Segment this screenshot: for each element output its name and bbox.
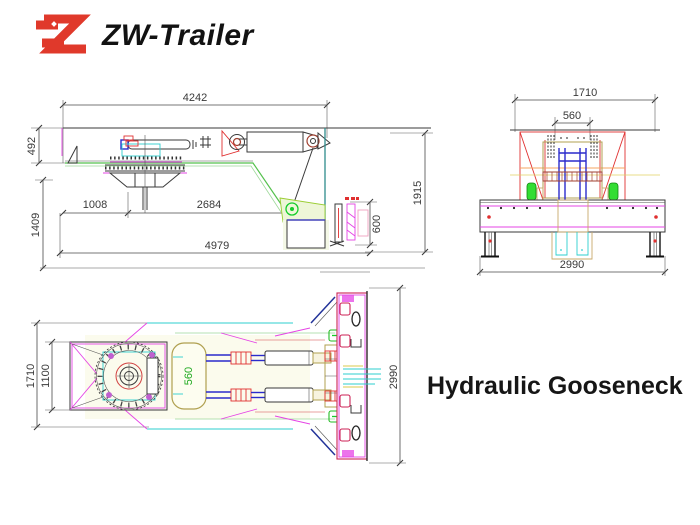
dim-side-overall-height: 1915: [412, 181, 424, 205]
front-center-guides: [551, 232, 593, 260]
brand-logo: ZW-Trailer: [28, 12, 254, 60]
dim-plan-front-width: 1710: [25, 364, 37, 388]
dim-front-overall-width: 2990: [560, 259, 584, 271]
zw-logo-icon: [36, 14, 91, 54]
front-view-drawing: 1710 560 2990: [476, 87, 669, 276]
dim-side-rear-height: 600: [371, 215, 383, 233]
brand-name: ZW-Trailer: [102, 19, 254, 52]
dim-plan-overall-length: 2990: [388, 365, 400, 389]
dim-plan-cylinder-gap: 560: [183, 367, 195, 385]
plan-dimensions: 1710 1100 2990: [25, 284, 406, 467]
plan-rear-crossmember: [336, 291, 381, 461]
dim-side-neck-height: 492: [26, 137, 38, 155]
dim-plan-inner-front-width: 1100: [40, 364, 52, 388]
side-turntable: [103, 135, 211, 213]
front-deck-beam: [479, 199, 666, 233]
dim-front-neck-width: 1710: [573, 87, 597, 99]
side-dimensions: 4242 492 1409 1008 2684 4979: [26, 92, 433, 273]
product-title: Hydraulic Gooseneck: [427, 372, 683, 400]
plan-turntable: [71, 341, 164, 411]
dim-front-inner-width: 560: [563, 110, 581, 122]
dim-side-overall-length: 4979: [205, 240, 229, 252]
plan-view-drawing: 1710 1100 2990: [25, 284, 406, 467]
dim-side-kingpin-setback: 1008: [83, 199, 107, 211]
cylinder-upper: [206, 350, 332, 366]
front-support-legs: [481, 232, 664, 258]
cylinder-lower: [206, 387, 332, 403]
dim-side-front-height: 1409: [30, 213, 42, 237]
plan-hydraulic-cylinders: [206, 327, 332, 425]
side-view-drawing: 4242 492 1409 1008 2684 4979: [26, 92, 433, 273]
dim-side-top-length: 4242: [183, 92, 207, 104]
dim-side-mid-length: 2684: [197, 199, 221, 211]
side-rear-coupler: [283, 197, 369, 250]
plan-center-plate: 560: [171, 342, 207, 410]
front-dimensions: 1710 560 2990: [476, 87, 669, 276]
